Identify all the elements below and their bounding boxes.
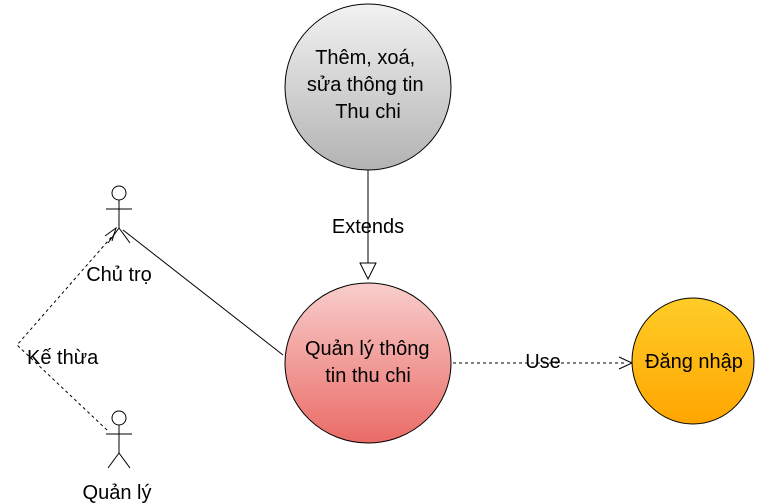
actor-quan-ly-head xyxy=(111,410,127,426)
actor-chu-tro[interactable] xyxy=(106,185,132,244)
inherit-arrowhead xyxy=(104,226,117,242)
use-arrowhead xyxy=(618,356,634,370)
use-case-quan-ly-thong-tin[interactable] xyxy=(284,282,452,444)
actor-quan-ly[interactable] xyxy=(106,410,132,469)
use-label: Use xyxy=(525,351,561,373)
association-line xyxy=(122,229,284,356)
inherit-label: Kế thừa xyxy=(27,347,99,369)
use-case-them-xoa-sua-label: Thêm, xoá, sửa thông tin Thu chi xyxy=(307,47,429,123)
use-case-them-xoa-sua[interactable] xyxy=(284,3,452,171)
use-case-dang-nhap[interactable] xyxy=(631,297,755,425)
actor-quan-ly-leg-left xyxy=(107,452,120,469)
actor-quan-ly-label: Quản lý xyxy=(83,482,152,504)
extends-label: Extends xyxy=(332,216,404,238)
actor-chu-tro-head xyxy=(111,185,127,201)
actor-quan-ly-leg-right xyxy=(118,452,131,469)
use-case-dang-nhap-label: Đăng nhập xyxy=(645,351,743,373)
actor-chu-tro-leg-right xyxy=(118,227,131,244)
use-case-quan-ly-thong-tin-label: Quản lý thông tin thu chi xyxy=(305,338,435,387)
actor-chu-tro-leg-left xyxy=(107,227,120,244)
extends-arrowhead xyxy=(359,262,377,281)
actor-chu-tro-label: Chủ trọ xyxy=(86,264,152,286)
inherit-line xyxy=(16,232,116,431)
